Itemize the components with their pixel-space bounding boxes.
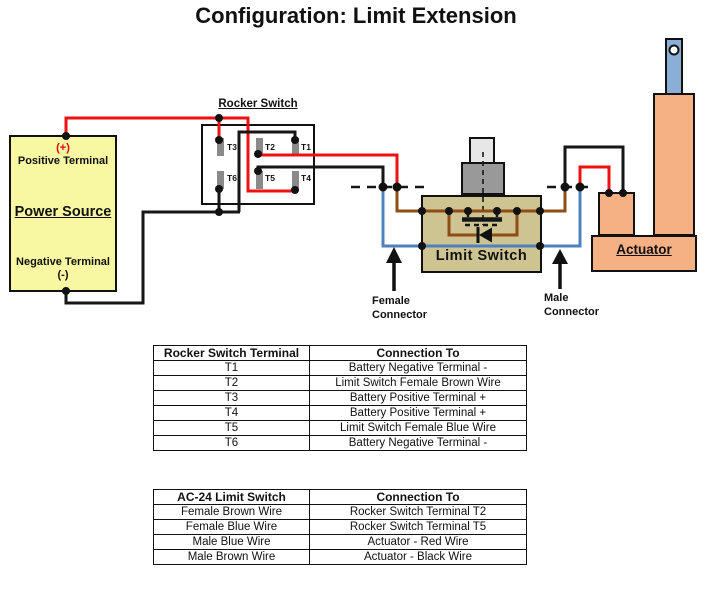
wire-red-male-to-actuator <box>578 165 611 193</box>
terminal-t5 <box>256 171 263 189</box>
actuator-motor-housing <box>598 192 635 236</box>
rocker-switch-box <box>201 124 315 205</box>
actuator-base <box>591 235 697 272</box>
actuator-rod <box>665 38 683 95</box>
positive-sign-label: (+) <box>56 142 70 154</box>
junction-dots <box>62 114 627 295</box>
limit-switch-label: Limit Switch <box>435 248 528 264</box>
dot-female-blue <box>378 182 388 192</box>
negative-sign-label: (-) <box>57 269 69 281</box>
table-cell: Battery Negative Terminal - <box>309 435 527 451</box>
terminal-t4 <box>292 171 299 189</box>
red-wires <box>64 116 611 193</box>
table-cell: Rocker Switch Terminal T2 <box>309 504 527 520</box>
dot-bus-junction <box>215 208 223 216</box>
table-cell: Rocker Switch Terminal T5 <box>309 519 527 535</box>
terminal-t5-label: T5 <box>265 173 275 183</box>
actuator-label: Actuator <box>616 242 672 257</box>
limit-switch-plunger-tip <box>469 137 495 164</box>
table-cell: Male Blue Wire <box>153 534 310 550</box>
column-header: Connection To <box>309 489 527 505</box>
wire-brown-female-lead <box>395 187 423 213</box>
table-cell: T6 <box>153 435 310 451</box>
table-cell: T2 <box>153 375 310 391</box>
terminal-t3 <box>217 138 224 156</box>
column-header: Rocker Switch Terminal <box>153 345 310 361</box>
table-cell: Female Brown Wire <box>153 504 310 520</box>
table-cell: Battery Positive Terminal + <box>309 405 527 421</box>
actuator-cylinder <box>653 93 695 236</box>
wire-brown-male-lead <box>541 187 567 213</box>
female-arrow-head <box>386 247 402 263</box>
terminal-t4-label: T4 <box>301 173 311 183</box>
table-cell: Actuator - Black Wire <box>309 549 527 565</box>
wire-black-male-to-actuator <box>563 145 625 193</box>
terminal-t1-label: T1 <box>301 142 311 152</box>
terminal-t1 <box>292 138 299 156</box>
male-connector-label: Male Connector <box>544 292 599 318</box>
terminal-t2-label: T2 <box>265 142 275 152</box>
terminal-t6-label: T6 <box>227 173 237 183</box>
rocker-switch-label: Rocker Switch <box>218 98 298 110</box>
table-cell: Limit Switch Female Blue Wire <box>309 420 527 436</box>
table-cell: T5 <box>153 420 310 436</box>
dot-red-junction <box>215 114 223 122</box>
terminal-t6 <box>217 171 224 189</box>
limit-switch-plunger-base <box>461 162 505 195</box>
column-header: Connection To <box>309 345 527 361</box>
table-cell: Limit Switch Female Brown Wire <box>309 375 527 391</box>
table-cell: Actuator - Red Wire <box>309 534 527 550</box>
table-cell: T1 <box>153 360 310 376</box>
terminal-t3-label: T3 <box>227 142 237 152</box>
table-cell: Battery Negative Terminal - <box>309 360 527 376</box>
table-cell: T3 <box>153 390 310 406</box>
dot-female-brown <box>392 182 402 192</box>
female-connector-label: Female Connector <box>372 295 427 321</box>
dot-male-blue <box>575 182 585 192</box>
negative-terminal-label: Negative Terminal <box>16 256 110 268</box>
column-header: AC-24 Limit Switch <box>153 489 310 505</box>
table-cell: Battery Positive Terminal + <box>309 390 527 406</box>
dot-male-brown <box>560 182 570 192</box>
page-title: Configuration: Limit Extension <box>195 3 517 28</box>
table-cell: Female Blue Wire <box>153 519 310 535</box>
table-cell: Male Brown Wire <box>153 549 310 565</box>
male-arrow-head <box>552 249 568 264</box>
terminal-t2 <box>256 138 263 156</box>
table-cell: T4 <box>153 405 310 421</box>
power-source-title: Power Source <box>14 204 112 220</box>
positive-terminal-label: Positive Terminal <box>17 155 109 167</box>
